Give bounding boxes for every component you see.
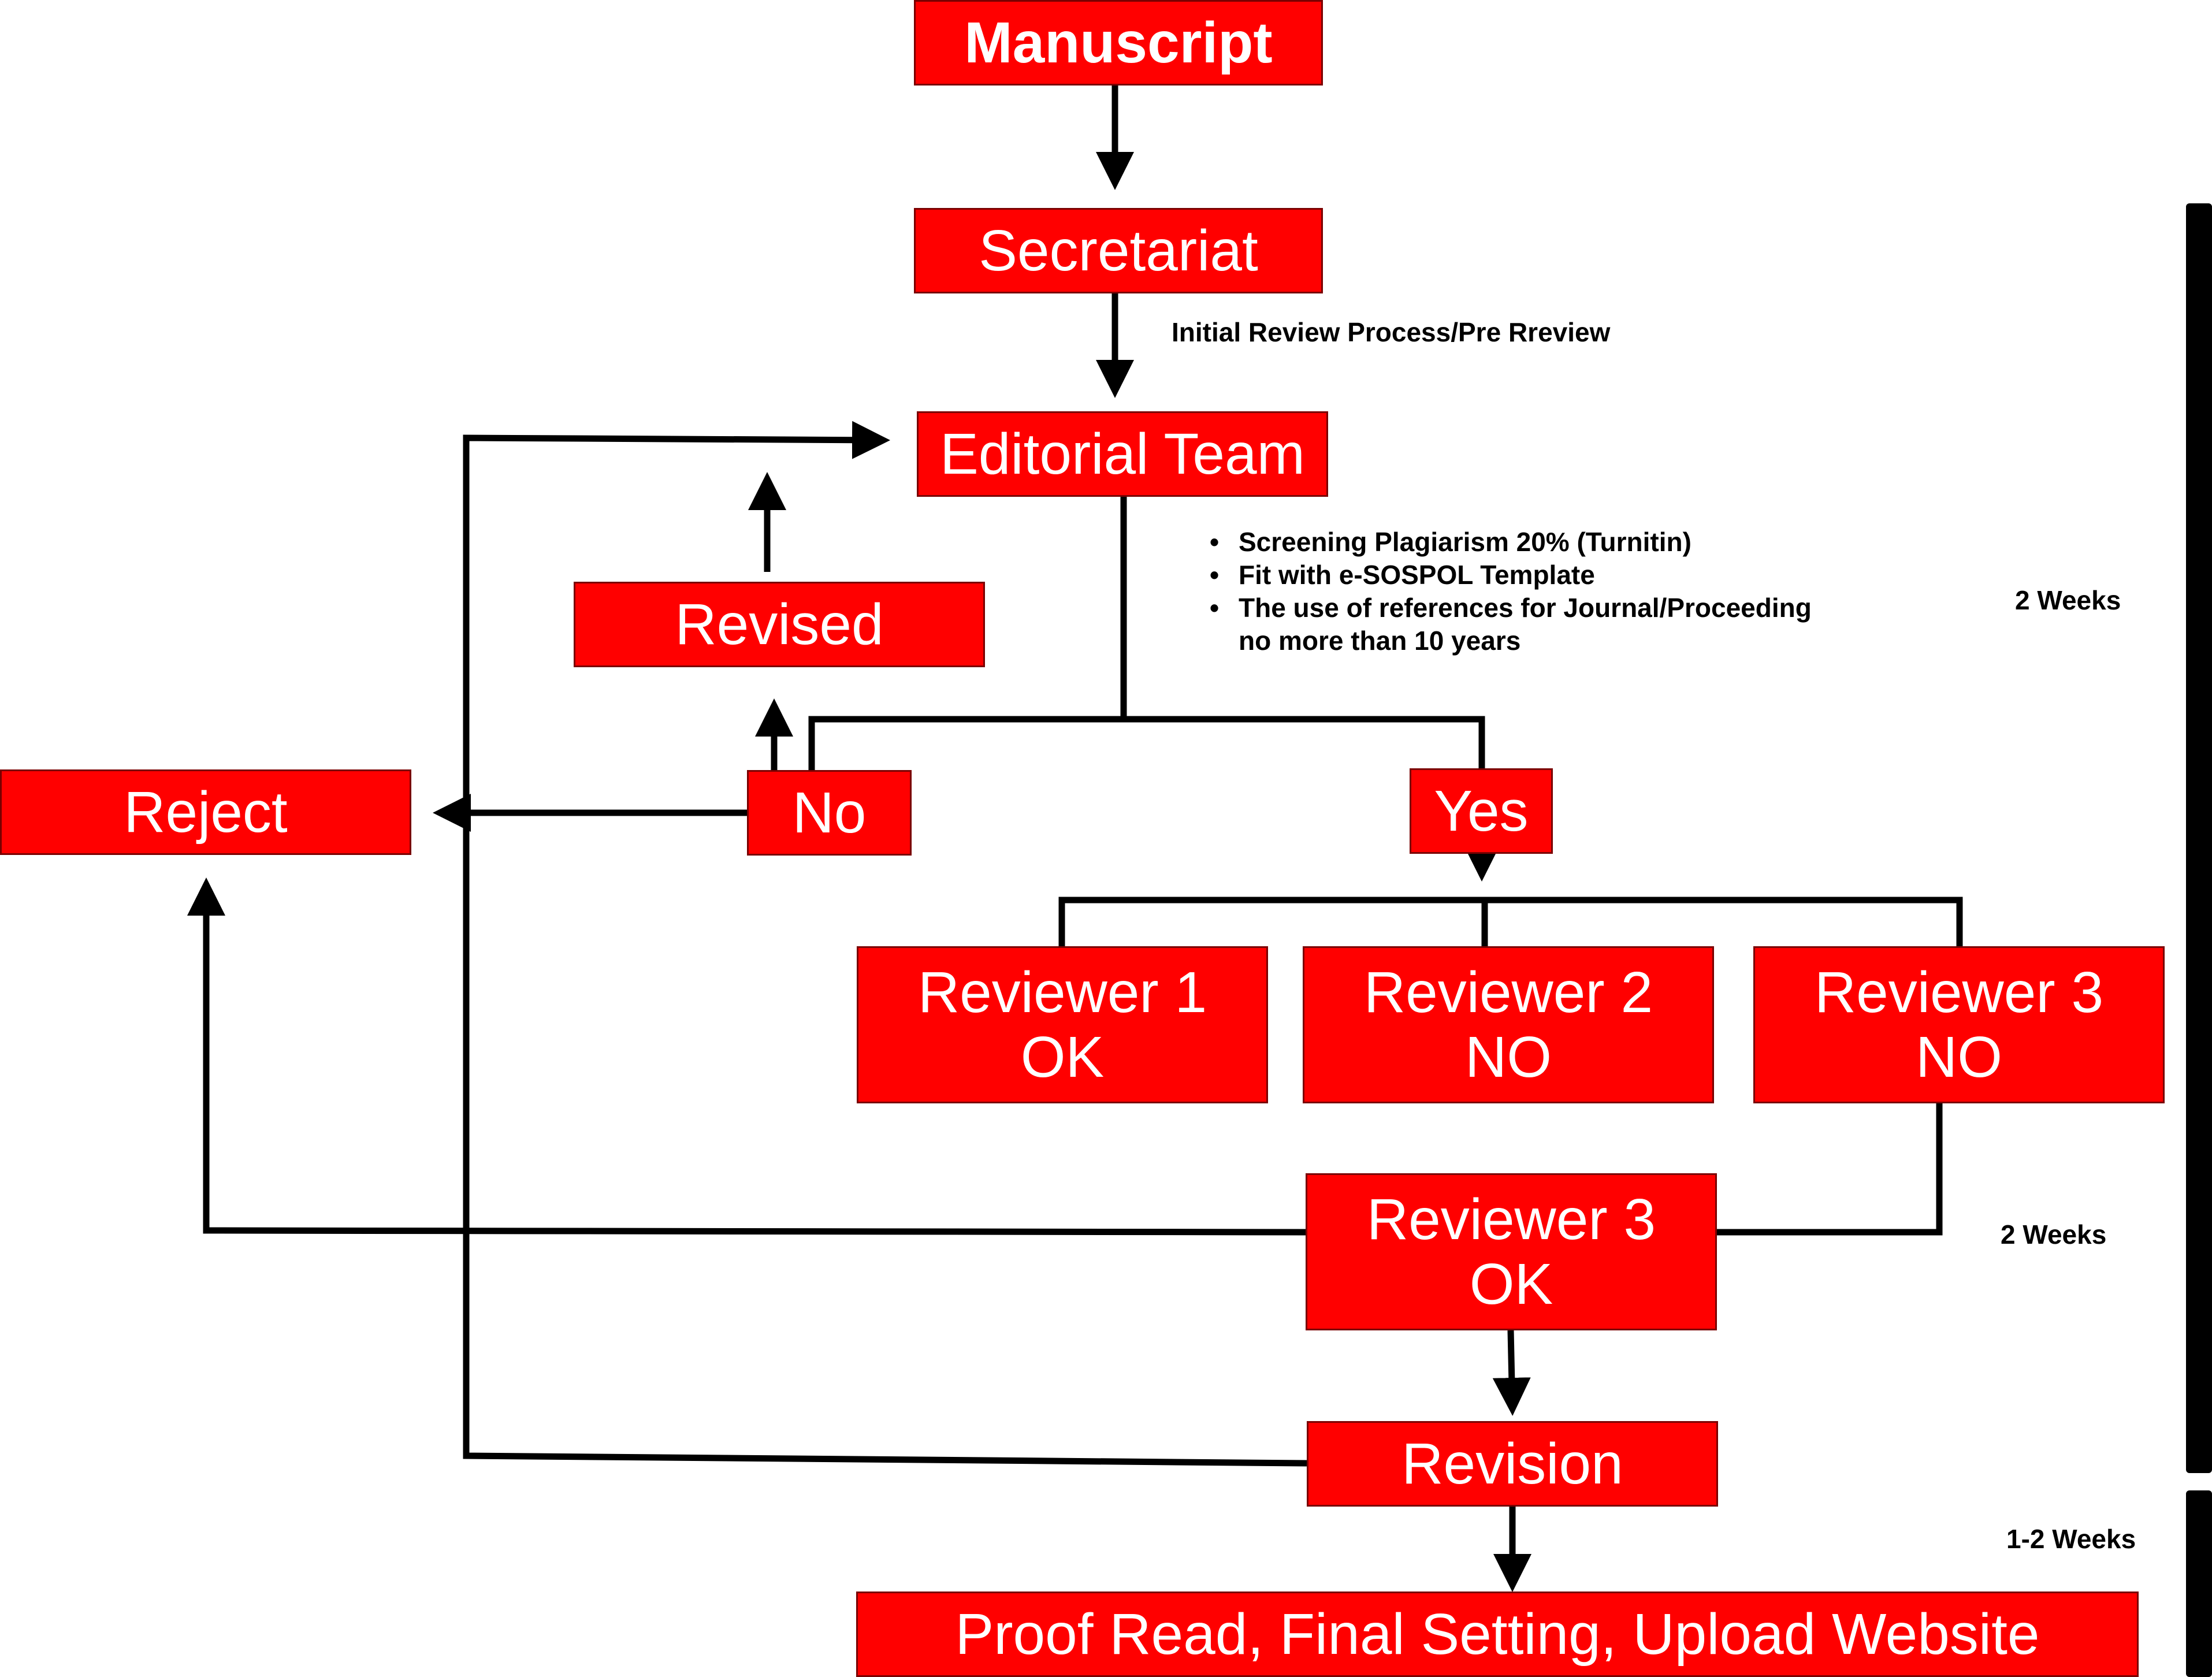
- reviewer1-status: OK: [1020, 1025, 1105, 1090]
- reviewer1-title: Reviewer 1: [917, 960, 1207, 1025]
- reject-box: Reject: [0, 769, 411, 855]
- arrow-reviewer3-to-reject: [187, 877, 1306, 1236]
- timeline-stage1-label: 2 Weeks: [2015, 585, 2121, 615]
- timeline-stage3-label: 1-2 Weeks: [2006, 1524, 2136, 1554]
- no-label: No: [792, 780, 867, 845]
- revised-label: Revised: [675, 592, 884, 657]
- screening-item-text: Fit with e-SOSPOL Template: [1239, 560, 1595, 590]
- screening-item-text: Screening Plagiarism 20% (Turnitin): [1239, 527, 1691, 557]
- bullet-icon: •: [1209, 560, 1220, 590]
- yes-label: Yes: [1434, 779, 1529, 843]
- arrow-reviewer3-to-revision: [1492, 1330, 1531, 1416]
- reviewer3-status: NO: [1915, 1025, 2002, 1090]
- timeline-stage2-label: 2 Weeks: [2001, 1219, 2107, 1250]
- reviewer2-status: NO: [1464, 1025, 1552, 1090]
- revised-box: Revised: [574, 582, 985, 667]
- reviewer2-box: Reviewer 2 NO: [1303, 946, 1714, 1103]
- screening-item: • Screening Plagiarism 20% (Turnitin): [1190, 526, 1812, 559]
- yes-box: Yes: [1410, 768, 1553, 854]
- revision-box: Revision: [1307, 1421, 1718, 1507]
- editorial-team-box: Editorial Team: [917, 411, 1328, 497]
- reviewer1-box: Reviewer 1 OK: [857, 946, 1268, 1103]
- screening-item-text: The use of references for Journal/Procee…: [1239, 593, 1812, 623]
- screening-item: • The use of references for Journal/Proc…: [1190, 592, 1812, 624]
- reviewer3-ok-status: OK: [1469, 1252, 1553, 1317]
- bullet-icon: •: [1209, 593, 1220, 623]
- manuscript-label: Manuscript: [964, 10, 1273, 75]
- reviewer3-ok-title: Reviewer 3: [1366, 1187, 1656, 1252]
- screening-criteria-list: • Screening Plagiarism 20% (Turnitin) • …: [1190, 526, 1812, 657]
- reviewer2-title: Reviewer 2: [1363, 960, 1653, 1025]
- final-box: Proof Read, Final Setting, Upload Websit…: [856, 1592, 2139, 1677]
- arrow-revision-loop-to-editorial: [463, 421, 1307, 1467]
- editorial-team-label: Editorial Team: [940, 422, 1305, 486]
- reject-label: Reject: [124, 780, 288, 845]
- manuscript-box: Manuscript: [914, 0, 1323, 85]
- timeline-bar-final: [2186, 1490, 2212, 1677]
- final-label: Proof Read, Final Setting, Upload Websit…: [955, 1602, 2040, 1667]
- secretariat-label: Secretariat: [979, 218, 1258, 283]
- revision-label: Revision: [1401, 1431, 1623, 1496]
- connector-split-to-no: [808, 716, 1485, 777]
- reviewer3-ok-box: Reviewer 3 OK: [1306, 1173, 1717, 1330]
- timeline-bar-review: [2186, 203, 2212, 1473]
- no-box: No: [747, 770, 912, 856]
- secretariat-box: Secretariat: [914, 208, 1323, 293]
- screening-item: • Fit with e-SOSPOL Template: [1190, 559, 1812, 592]
- bullet-icon: •: [1209, 527, 1220, 557]
- reviewer3-title: Reviewer 3: [1814, 960, 2104, 1025]
- screening-item-continuation: no more than 10 years: [1239, 626, 1521, 656]
- initial-review-note: Initial Review Process/Pre Rreview: [1172, 317, 1611, 347]
- reviewer3-box: Reviewer 3 NO: [1753, 946, 2165, 1103]
- connector-reviewer3-no-to-ok: [1716, 1103, 1943, 1236]
- connector-reviewers-bus: [1058, 897, 1963, 947]
